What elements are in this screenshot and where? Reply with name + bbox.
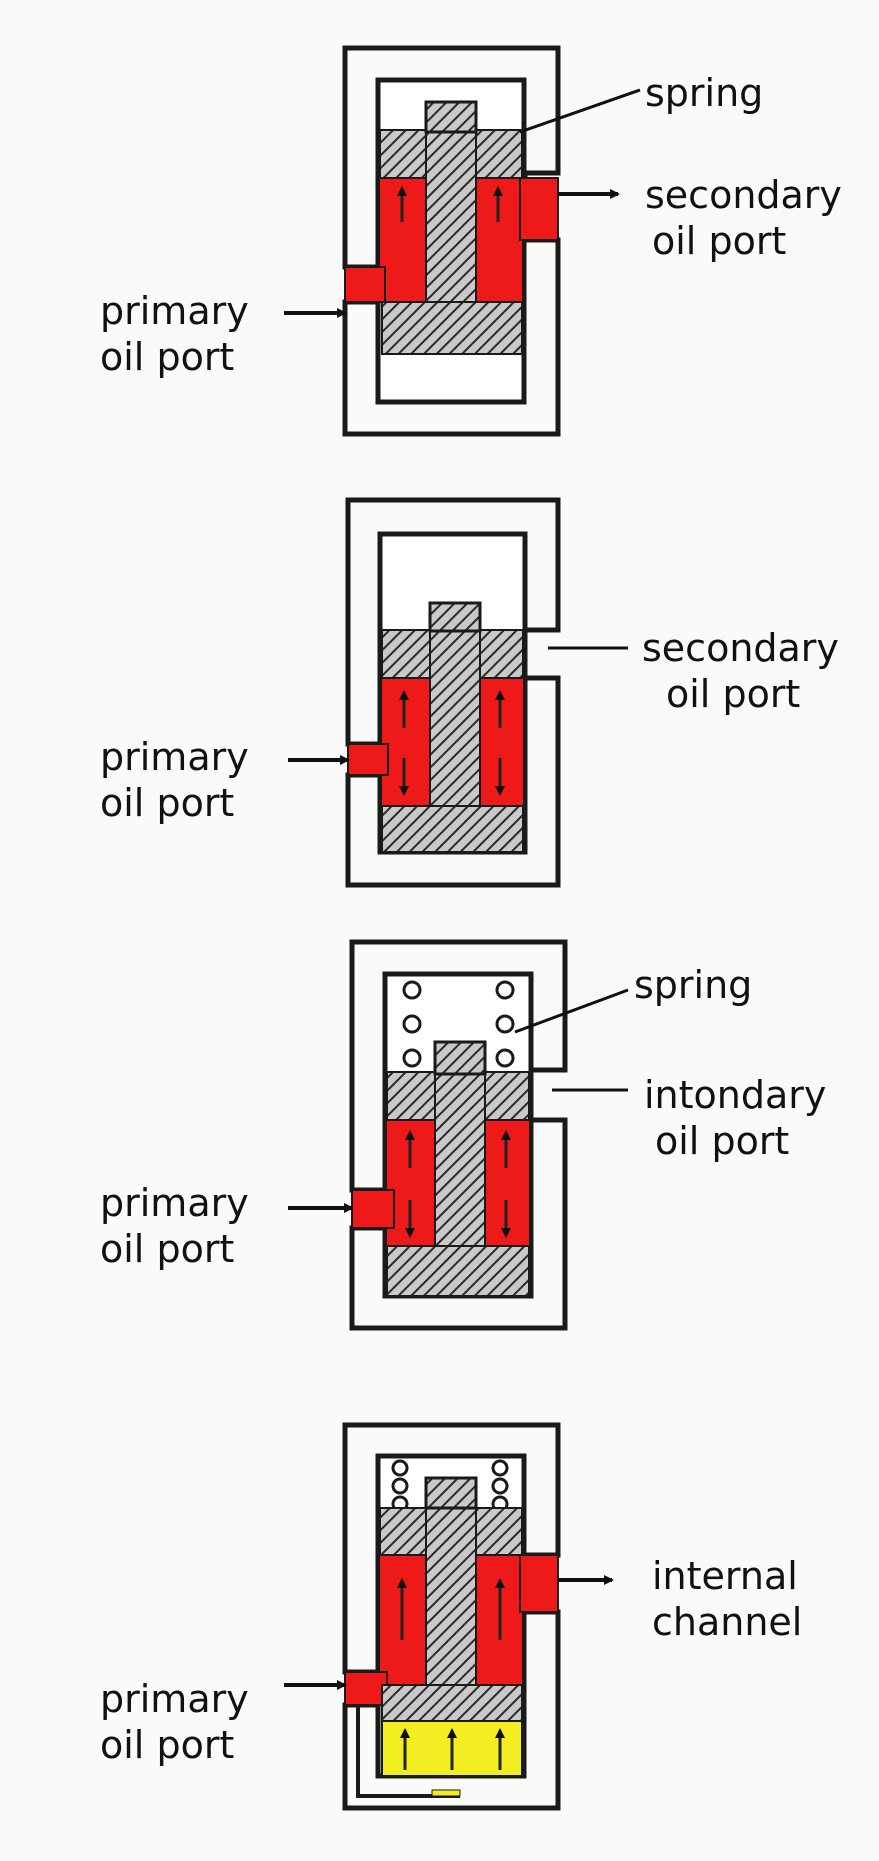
inlet-passage	[344, 266, 386, 303]
valve-panel-3	[288, 939, 629, 1331]
spring-label: spring	[645, 71, 764, 115]
spool-top-cap	[428, 601, 482, 633]
valve-panel-2	[288, 497, 628, 888]
outlet-passage	[519, 177, 559, 241]
valve-panel-1	[284, 45, 641, 437]
inlet-label-line1: primary	[100, 735, 249, 779]
spool-top-cap	[433, 1040, 487, 1076]
spool-stem	[425, 101, 477, 303]
spool-top-cap	[424, 100, 478, 134]
inlet-label-line1: primary	[100, 1181, 249, 1225]
valve-panel-4	[284, 1422, 614, 1811]
inlet-label-line2: oil port	[100, 781, 235, 825]
spool-lower-land	[381, 805, 524, 853]
outlet-label-line2: oil port	[652, 219, 787, 263]
spool-top-cap	[424, 1476, 478, 1510]
outlet-label-line1: secondary	[642, 626, 839, 670]
inlet-label-line1: primary	[100, 1677, 249, 1721]
spool-lower-land	[381, 1684, 523, 1722]
internal-channel-path	[356, 1705, 460, 1798]
spool-lower-land	[381, 301, 523, 355]
outlet-label-line1: intondary	[644, 1073, 827, 1117]
inlet-passage	[347, 743, 389, 776]
outlet-label-line2: oil port	[655, 1119, 790, 1163]
inlet-label-line2: oil port	[100, 1723, 235, 1767]
inlet-label-line1: primary	[100, 289, 249, 333]
spool-stem	[429, 602, 481, 807]
outlet-label-line1: internal	[652, 1554, 798, 1598]
outlet-label-line2: oil port	[666, 672, 801, 716]
inlet-passage	[351, 1189, 395, 1229]
spool-stem	[425, 1477, 477, 1686]
outlet-label-line2: channel	[652, 1600, 803, 1644]
outlet-label-line1: secondary	[645, 173, 842, 217]
inlet-label-line2: oil port	[100, 335, 235, 379]
spring-leader-line	[514, 988, 629, 1034]
outlet-passage	[519, 1554, 559, 1613]
inlet-label-line2: oil port	[100, 1227, 235, 1271]
inlet-passage	[344, 1671, 388, 1706]
spool-lower-land	[386, 1245, 530, 1297]
spring-coils	[402, 980, 515, 1068]
spring-label: spring	[634, 963, 753, 1007]
spring-leader-line	[519, 88, 641, 134]
